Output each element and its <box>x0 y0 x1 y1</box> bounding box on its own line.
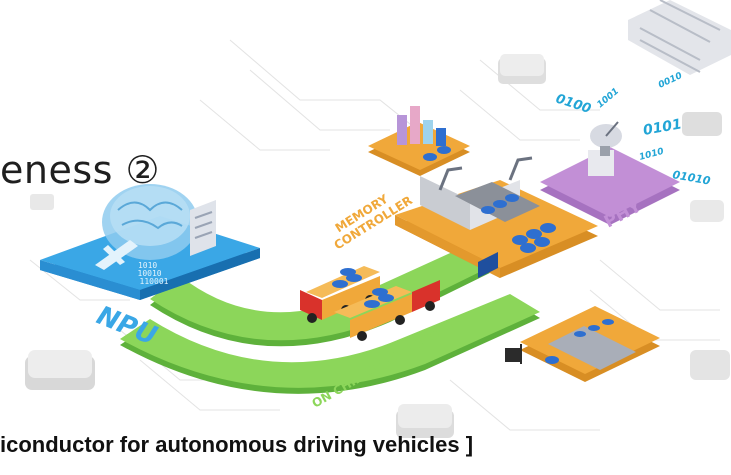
airplane-icon <box>95 240 138 270</box>
robot-arm-icon <box>438 156 533 191</box>
npu-digits: 1010 10010 110001 <box>138 261 169 286</box>
server-rack-icon <box>628 0 731 75</box>
bit-stream-2: 0101 <box>642 116 683 139</box>
forklift-icon <box>505 344 522 364</box>
conveyor-platform <box>505 306 660 382</box>
bit-stream-1: 0100 <box>554 92 593 117</box>
interconnect-paths <box>120 244 540 394</box>
phy-block: PHY <box>540 121 680 232</box>
truck-lower <box>334 280 440 341</box>
satellite-dish-icon <box>590 121 622 156</box>
figure-caption: iconductor for autonomous driving vehicl… <box>0 432 474 457</box>
bit-stream-3: 1001 <box>596 87 622 111</box>
bit-stream-4: 0010 <box>657 71 684 91</box>
truck-cargo <box>332 268 362 288</box>
bit-stream-6: 01010 <box>671 168 711 188</box>
npu-block: 1010 10010 110001 NPU <box>40 184 260 352</box>
npu-digit-1: 1010 <box>138 261 157 270</box>
npu-digit-3: 110001 <box>140 277 169 286</box>
brain-icon <box>102 184 198 260</box>
truck-cargo <box>364 288 394 308</box>
page-title: eness ② <box>0 148 161 192</box>
barrel-stack <box>481 194 556 253</box>
data-analysis-platform <box>368 106 470 176</box>
bit-stream-5: 1010 <box>638 147 665 163</box>
background-chips <box>25 54 730 438</box>
server-panel-icon <box>190 200 216 256</box>
npu-digit-2: 10010 <box>138 269 162 278</box>
